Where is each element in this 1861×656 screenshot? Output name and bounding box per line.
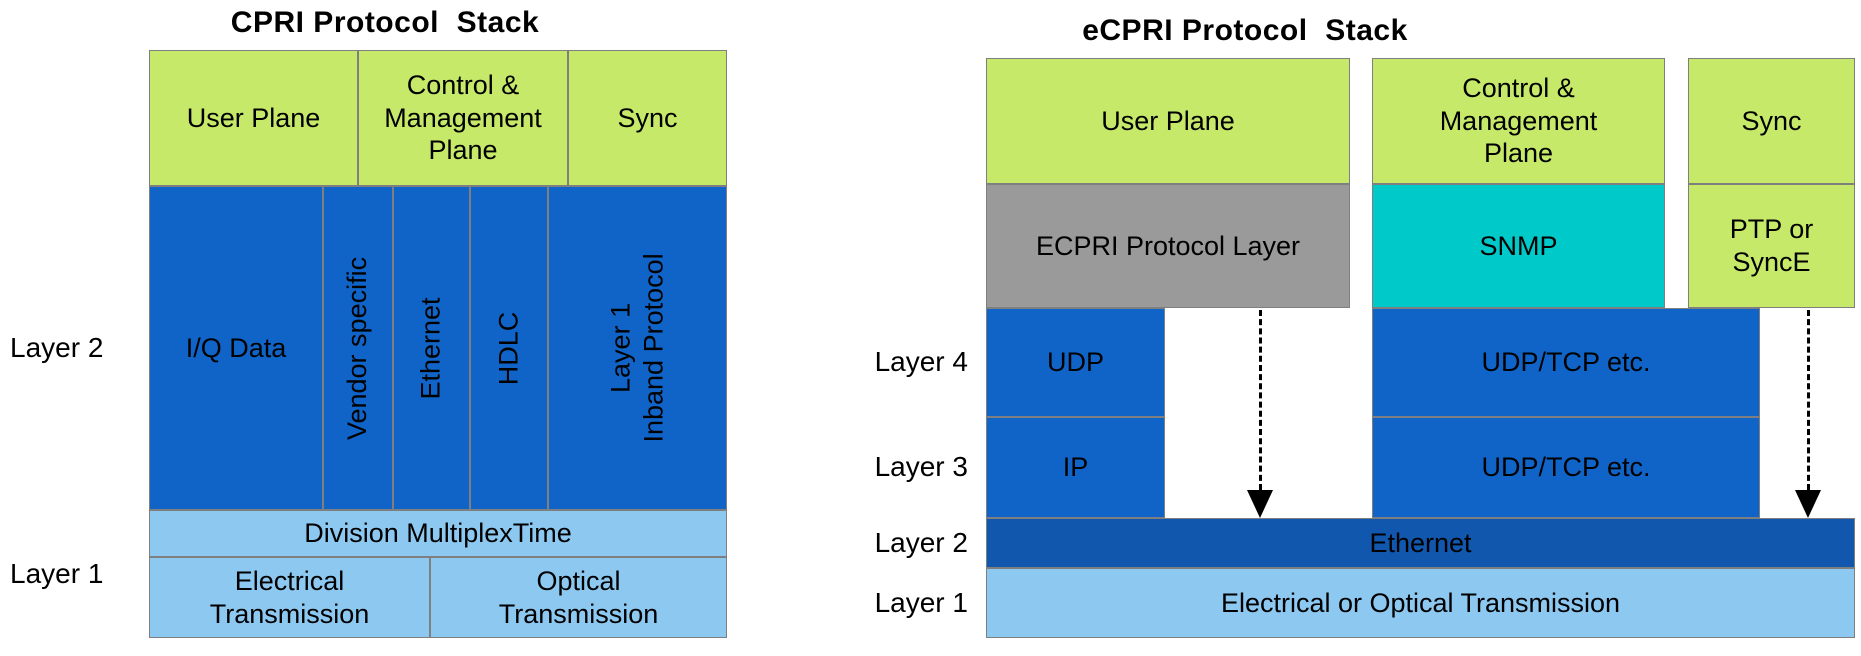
cpri-ethernet-cell: Ethernet (393, 186, 470, 510)
ecpri-ptp-synce-cell: PTP or SyncE (1688, 184, 1855, 308)
ecpri-sync-bypass-arrowhead (1795, 490, 1821, 518)
cpri-layer1-label: Layer 1 (10, 558, 104, 589)
ecpri-sync-cell: Sync (1688, 58, 1855, 184)
ecpri-layer2-label: Layer 2 (874, 527, 968, 558)
cpri-tdm-label: Division MultiplexTime (304, 518, 572, 549)
ecpri-snmp-cell: SNMP (1372, 184, 1665, 308)
ecpri-user-plane-label: User Plane (1101, 105, 1235, 136)
ecpri-udp-cell: UDP (986, 308, 1165, 417)
cpri-control-management-plane-cell: Control & Management Plane (358, 50, 568, 186)
ecpri-layer3-udptcp-label: UDP/TCP etc. (1481, 452, 1651, 483)
ecpri-ethernet-cell: Ethernet (986, 518, 1855, 568)
ecpri-sync-label: Sync (1741, 105, 1802, 136)
cpri-layer1-inband-protocol-cell: Layer 1 Inband Protocol (548, 186, 727, 510)
cpri-hdlc-label: HDLC (493, 311, 524, 385)
ecpri-layer3-label: Layer 3 (874, 451, 968, 482)
ecpri-control-management-plane-cell: Control & Management Plane (1372, 58, 1665, 184)
ecpri-transmission-cell: Electrical or Optical Transmission (986, 568, 1855, 638)
cpri-electrical-transmission-label: Electrical Transmission (209, 565, 370, 629)
ecpri-user-plane-bypass-arrowhead (1247, 490, 1273, 518)
cpri-title: CPRI Protocol Stack (230, 6, 540, 39)
cpri-user-plane-label: User Plane (186, 102, 321, 133)
cpri-control-management-plane-label: Control & Management Plane (384, 69, 542, 166)
cpri-optical-transmission-cell: Optical Transmission (430, 557, 727, 638)
ecpri-layer1-label: Layer 1 (874, 587, 968, 618)
cpri-vendor-specific-label: Vendor specific (342, 256, 373, 440)
cpri-iq-data-label: I/Q Data (185, 332, 287, 363)
cpri-layer1-inband-line2: Inband Protocol (638, 253, 669, 443)
cpri-electrical-transmission-cell: Electrical Transmission (149, 557, 430, 638)
ecpri-transmission-label: Electrical or Optical Transmission (1220, 587, 1621, 618)
ecpri-layer4-label: Layer 4 (874, 346, 968, 377)
ecpri-sync-bypass-arrow-line (1807, 310, 1810, 490)
ecpri-user-plane-cell: User Plane (986, 58, 1350, 184)
cpri-tdm-cell: Division MultiplexTime (149, 510, 727, 557)
cpri-layer2-label: Layer 2 (10, 332, 104, 363)
cpri-ethernet-label: Ethernet (416, 296, 447, 400)
ecpri-layer4-udptcp-label: UDP/TCP etc. (1481, 347, 1651, 378)
ecpri-ip-cell: IP (986, 417, 1165, 518)
cpri-layer1-inband-protocol-label: Layer 1 Inband Protocol (605, 253, 671, 442)
ecpri-title: eCPRI Protocol Stack (1082, 14, 1408, 47)
ecpri-protocol-layer-label: ECPRI Protocol Layer (1035, 230, 1301, 261)
ecpri-snmp-label: SNMP (1479, 230, 1558, 261)
cpri-sync-label: Sync (617, 102, 678, 133)
ecpri-ip-label: IP (1062, 452, 1089, 483)
ecpri-layer4-udptcp-cell: UDP/TCP etc. (1372, 308, 1760, 417)
ecpri-layer3-udptcp-cell: UDP/TCP etc. (1372, 417, 1760, 518)
cpri-iq-data-cell: I/Q Data (149, 186, 323, 510)
ecpri-protocol-layer-cell: ECPRI Protocol Layer (986, 184, 1350, 308)
cpri-hdlc-cell: HDLC (470, 186, 548, 510)
cpri-sync-cell: Sync (568, 50, 727, 186)
ecpri-control-management-plane-label: Control & Management Plane (1439, 72, 1598, 169)
ecpri-ethernet-label: Ethernet (1369, 527, 1472, 558)
cpri-user-plane-cell: User Plane (149, 50, 358, 186)
cpri-layer1-inband-line1: Layer 1 (605, 302, 636, 394)
cpri-optical-transmission-label: Optical Transmission (498, 565, 659, 629)
cpri-vendor-specific-cell: Vendor specific (323, 186, 393, 510)
ecpri-user-plane-bypass-arrow-line (1259, 310, 1262, 490)
ecpri-ptp-synce-label: PTP or SyncE (1729, 214, 1814, 277)
ecpri-udp-label: UDP (1046, 347, 1104, 378)
